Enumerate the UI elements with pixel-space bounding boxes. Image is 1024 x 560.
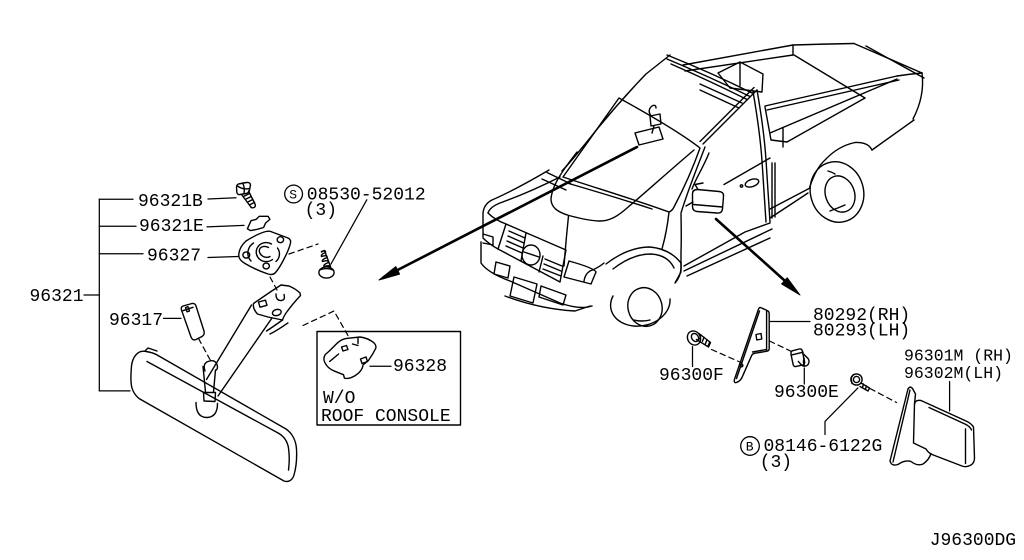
svg-text:(3): (3) [760,453,792,473]
svg-text:80292(RH): 80292(RH) [813,306,910,326]
svg-text:96302M(LH): 96302M(LH) [904,364,1003,383]
svg-text:96321: 96321 [30,287,84,307]
svg-text:S: S [289,188,297,203]
svg-text:80293(LH): 80293(LH) [813,322,910,342]
svg-text:96317: 96317 [109,311,163,331]
svg-text:ROOF CONSOLE: ROOF CONSOLE [321,407,451,427]
svg-text:W/O: W/O [323,389,355,409]
svg-text:96301M (RH): 96301M (RH) [904,347,1013,366]
svg-text:96300E: 96300E [774,383,839,403]
svg-text:(3): (3) [305,201,337,221]
svg-text:J96300DG: J96300DG [930,531,1016,551]
svg-text:96327: 96327 [147,247,201,267]
svg-text:96328: 96328 [393,357,447,377]
svg-text:96321B: 96321B [138,192,203,212]
svg-text:08146-6122G: 08146-6122G [764,437,883,457]
svg-text:B: B [746,440,754,455]
svg-text:08530-52012: 08530-52012 [307,186,426,206]
svg-text:96321E: 96321E [139,217,204,237]
svg-text:96300F: 96300F [659,366,724,386]
